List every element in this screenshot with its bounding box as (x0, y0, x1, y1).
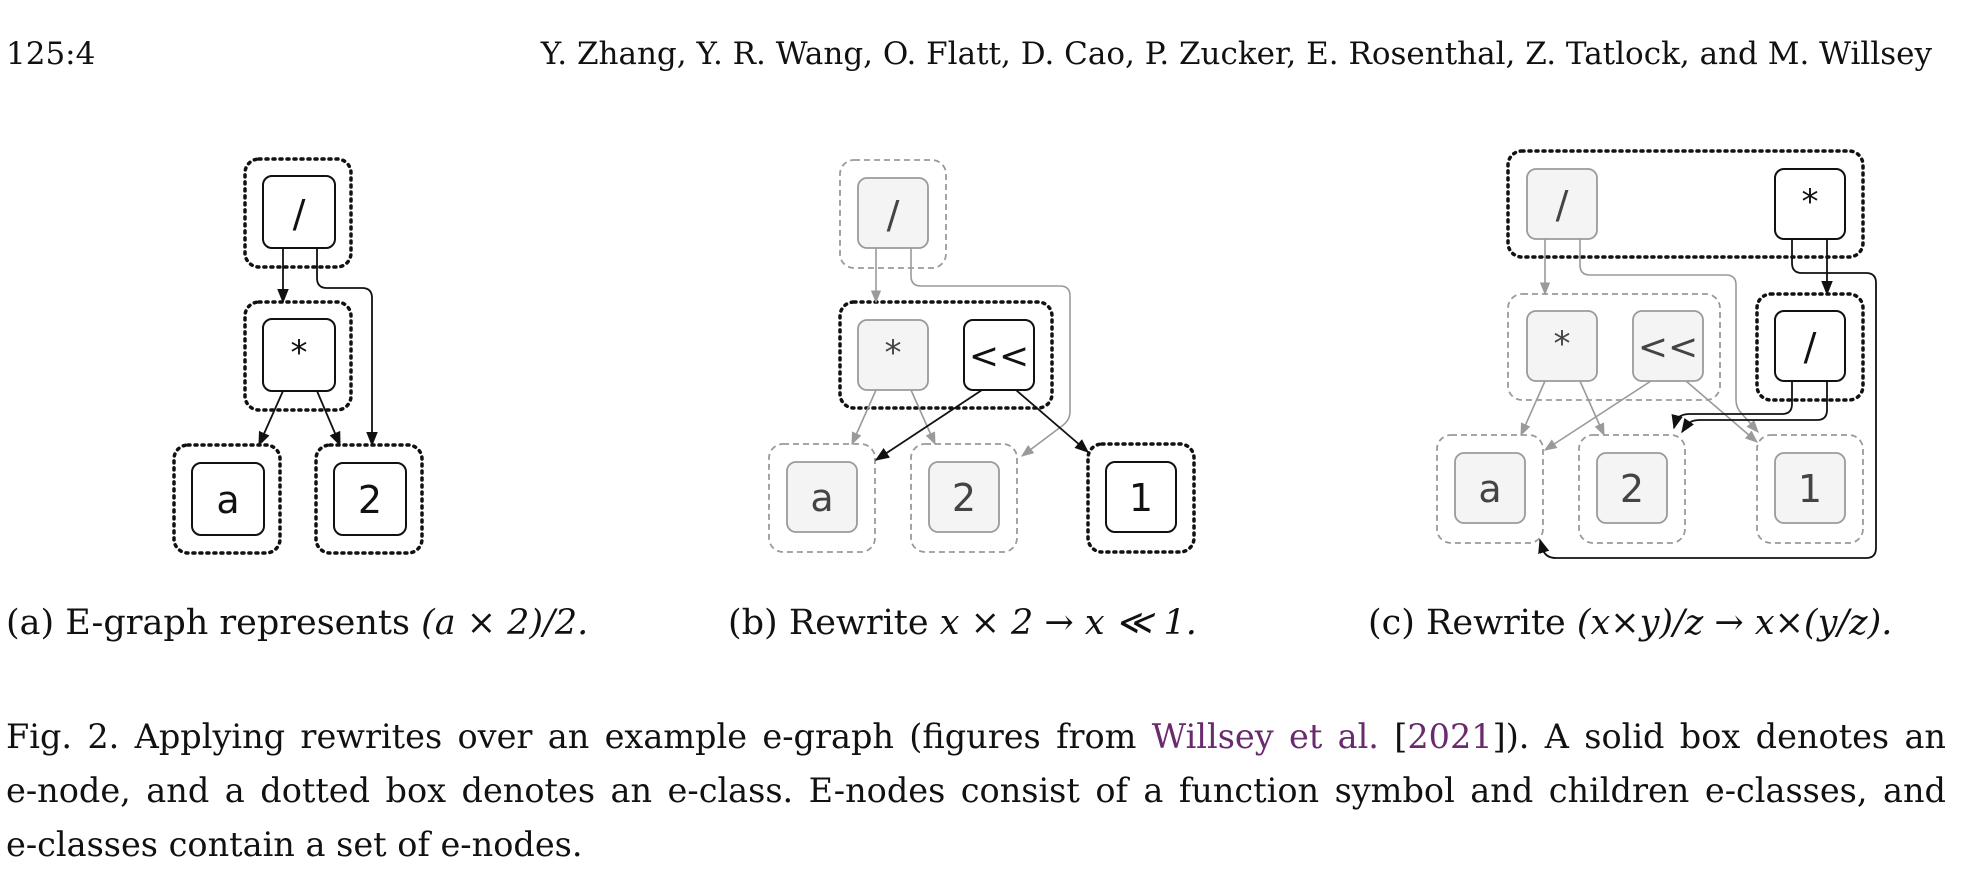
panel-b: / * a 2 << 1 (768, 159, 1196, 554)
caption-c-math: (x×y)/z → x×(y/z). (1576, 603, 1893, 643)
enode-c-two (1596, 452, 1668, 524)
enode-c-div-old (1526, 168, 1598, 240)
caption-panel-c: (c) Rewrite (x×y)/z → x×(y/z). (1368, 603, 1892, 643)
enode-b-mul-label: * (885, 333, 902, 373)
edges-b-inactive (851, 248, 1071, 457)
eclass-a-two (314, 443, 424, 555)
enode-c-mul-top-label: * (1802, 182, 1819, 222)
enode-a-mul (262, 318, 336, 392)
enode-c-shl-label: << (1638, 327, 1698, 368)
enode-c-two-label: 2 (1620, 467, 1644, 511)
enode-c-mul (1526, 310, 1598, 382)
enode-a-a-label: a (216, 478, 239, 522)
enode-b-shl (963, 319, 1035, 391)
enode-b-div (857, 177, 929, 249)
enode-b-one-label: 1 (1129, 476, 1153, 520)
eclass-c-two (1578, 434, 1686, 544)
eclass-a-a (172, 443, 282, 555)
edges-c-active (1538, 239, 1877, 559)
eclass-c-div-new (1755, 292, 1865, 402)
eclass-b-a (768, 443, 876, 553)
edges-c-inactive (1520, 239, 1759, 451)
citation-link-authors[interactable]: Willsey et al. (1151, 717, 1379, 756)
enode-c-a (1454, 452, 1526, 524)
enode-b-shl-label: << (969, 336, 1029, 377)
caption-line-1-start: Fig. 2. Applying rewrites over an exampl… (6, 717, 1152, 756)
eclass-b-mul-shl (838, 300, 1054, 410)
enode-c-one (1774, 452, 1846, 524)
enode-a-a (191, 462, 265, 536)
figure-caption: Fig. 2. Applying rewrites over an exampl… (6, 710, 1946, 872)
enode-a-two-label: 2 (358, 478, 382, 522)
enode-c-mul-label: * (1554, 324, 1571, 364)
caption-line-3: e-classes contain a set of e-nodes. (6, 825, 583, 864)
caption-line-2: e-node, and a dotted box denotes an e-cl… (6, 771, 1946, 810)
enode-c-div-new-label: / (1804, 325, 1817, 369)
eclass-c-a (1436, 434, 1544, 544)
caption-a-math: (a × 2)/2. (421, 603, 589, 643)
caption-line-1: Fig. 2. Applying rewrites over an exampl… (6, 710, 1946, 764)
enode-a-div (262, 175, 336, 249)
enode-a-two (333, 462, 407, 536)
enode-c-mul-top (1774, 168, 1846, 240)
caption-b-math: x × 2 → x ≪ 1. (939, 603, 1197, 643)
caption-c-prefix: (c) Rewrite (1368, 603, 1577, 643)
panel-a: / * a 2 (172, 157, 424, 555)
enode-b-a-label: a (810, 476, 833, 520)
edges-b-active (874, 389, 1090, 461)
enode-c-shl (1632, 310, 1704, 382)
citation-link-year[interactable]: 2021 (1407, 717, 1493, 756)
edges-a (258, 248, 378, 447)
enode-b-a (786, 461, 858, 533)
eclass-c-mul-shl (1507, 293, 1721, 401)
enode-b-mul (857, 319, 929, 391)
enode-c-div-new (1774, 310, 1846, 382)
enode-b-one (1105, 461, 1177, 533)
enode-c-one-label: 1 (1798, 467, 1822, 511)
enode-a-div-label: / (293, 192, 306, 236)
eclass-b-two (910, 443, 1018, 553)
caption-panel-a: (a) E-graph represents (a × 2)/2. (6, 603, 588, 643)
eclass-a-div (243, 157, 353, 269)
page-number: 125:4 (6, 36, 96, 72)
caption-line-1-end: ]). A solid box denotes an (1492, 717, 1946, 756)
caption-a-prefix: (a) E-graph represents (6, 603, 422, 643)
eclass-c-top (1506, 149, 1865, 259)
egraph-figure: / * a 2 / * a 2 << 1 (172, 149, 1877, 559)
eclass-b-one (1086, 442, 1196, 554)
author-list: Y. Zhang, Y. R. Wang, O. Flatt, D. Cao, … (540, 36, 1932, 72)
enode-a-mul-label: * (291, 333, 308, 373)
caption-bracket-open: [ (1378, 717, 1408, 756)
caption-b-prefix: (b) Rewrite (728, 603, 940, 643)
panel-c: / * << a 2 1 * / (1436, 149, 1877, 559)
eclass-a-mul (243, 300, 353, 412)
caption-panel-b: (b) Rewrite x × 2 → x ≪ 1. (728, 603, 1197, 643)
enode-c-div-old-label: / (1556, 183, 1569, 227)
enode-b-div-label: / (887, 193, 900, 237)
enode-b-two-label: 2 (952, 476, 976, 520)
enode-b-two (928, 461, 1000, 533)
eclass-b-div (839, 159, 947, 269)
enode-c-a-label: a (1478, 467, 1501, 511)
eclass-c-one (1756, 434, 1864, 544)
